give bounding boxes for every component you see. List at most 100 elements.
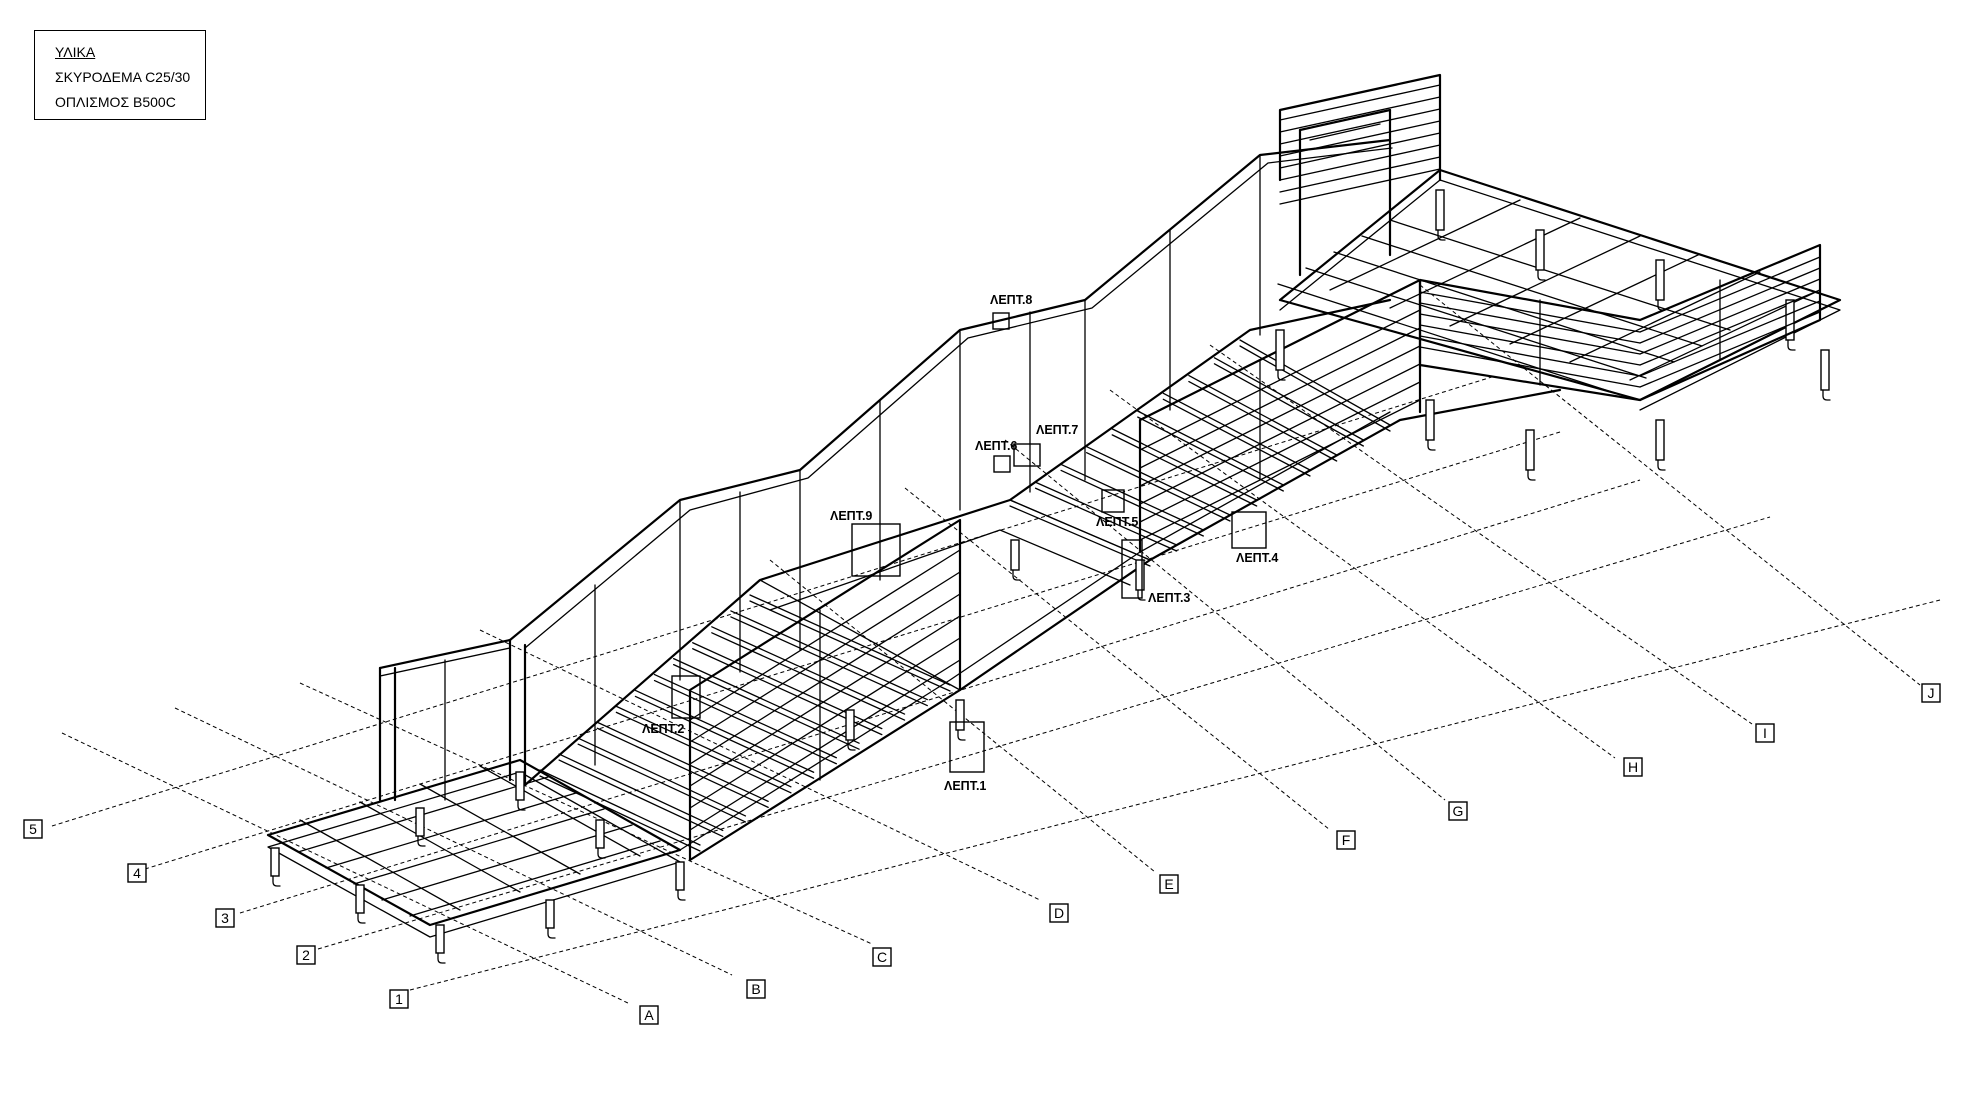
- svg-text:A: A: [644, 1007, 654, 1023]
- stair-tread: [1009, 505, 1151, 567]
- stair-tread: [1162, 392, 1311, 471]
- top-landing-beam: [1329, 199, 1521, 291]
- grid-tag-f: F: [1336, 830, 1356, 850]
- landing-beam: [325, 792, 577, 869]
- gate-top: [1298, 108, 1392, 132]
- stair-tread: [1188, 380, 1338, 462]
- stair-tread: [615, 711, 792, 794]
- stair-tread: [711, 626, 906, 715]
- gate-top: [1309, 123, 1381, 141]
- svg-text:I: I: [1763, 725, 1767, 741]
- grid-tag-3: 3: [215, 908, 235, 928]
- detail-9-label: ΛΕΠΤ.9: [830, 509, 872, 523]
- support-leg: [1435, 189, 1445, 231]
- anchor-hook: [1137, 589, 1146, 601]
- stair-tread: [711, 632, 906, 721]
- anchor-hook: [1437, 229, 1446, 241]
- anchor-hook: [1537, 269, 1546, 281]
- handrail-left: [508, 138, 1392, 642]
- stair-tread: [558, 759, 724, 838]
- stair-tread: [577, 737, 747, 817]
- stair-tread: [672, 657, 860, 744]
- top-right-guard: [1418, 243, 1822, 402]
- landing-joist: [359, 801, 521, 893]
- stair-tread: [634, 689, 815, 773]
- svg-text:B: B: [751, 981, 760, 997]
- stair-tread: [539, 775, 701, 852]
- steel-stair-structure: [266, 73, 1842, 964]
- support-leg: [1010, 539, 1020, 571]
- top-right-guard-bar: [1639, 278, 1821, 355]
- grid-tag-4: 4: [127, 863, 147, 883]
- top-landing-joist: [1361, 235, 1703, 347]
- top-guard-bar: [1279, 156, 1441, 193]
- top-landing-frame: [1278, 168, 1842, 402]
- svg-text:1: 1: [395, 991, 403, 1007]
- stair-tread: [615, 705, 792, 788]
- top-landing-frame: [1279, 179, 1841, 411]
- guard-rail-right: [688, 518, 962, 862]
- detail-5-marker: ΛΕΠΤ.5: [1096, 489, 1138, 529]
- guard-rail-bar: [689, 637, 961, 809]
- anchor-hook: [957, 729, 966, 741]
- support-leg: [1135, 559, 1145, 591]
- anchor-hook: [1427, 439, 1436, 451]
- stair-tread: [1137, 416, 1284, 492]
- support-leg: [1655, 259, 1665, 301]
- top-right-guard-bar: [1419, 302, 1641, 344]
- stair-tread: [596, 721, 769, 803]
- support-leg: [1785, 299, 1795, 341]
- svg-text:H: H: [1628, 759, 1638, 775]
- anchor-hook: [597, 847, 606, 859]
- top-guard-bar: [1279, 96, 1441, 133]
- anchor-hook: [357, 912, 366, 924]
- svg-text:J: J: [1928, 685, 1935, 701]
- support-leg: [435, 924, 445, 954]
- support-leg: [1820, 349, 1830, 391]
- detail-1-label: ΛΕΠΤ.1: [944, 779, 986, 793]
- guard-rail-bar: [1139, 381, 1421, 523]
- top-guard-bar: [1279, 108, 1441, 145]
- anchor-hook: [517, 799, 526, 811]
- stair-tread: [653, 679, 838, 765]
- svg-text:4: 4: [133, 865, 141, 881]
- stair-tread: [749, 600, 951, 692]
- top-right-guard-bar: [1639, 289, 1821, 366]
- top-right-guard-bar: [1639, 267, 1821, 344]
- materials-reinforcement: ΟΠΛΙΣΜΟΣ B500C: [55, 94, 176, 110]
- detail-3-label: ΛΕΠΤ.3: [1148, 591, 1190, 605]
- detail-1-marker: ΛΕΠΤ.1: [944, 721, 986, 793]
- stair-tread: [1239, 345, 1391, 432]
- landing-joist: [419, 783, 581, 875]
- detail-5-label: ΛΕΠΤ.5: [1096, 515, 1138, 529]
- top-landing-joist: [1305, 267, 1647, 379]
- stair-tread: [730, 616, 928, 707]
- top-right-guard-bar: [1639, 300, 1821, 377]
- stair-tread: [1213, 357, 1364, 441]
- stair-tread: [634, 695, 815, 779]
- anchor-hook: [1527, 469, 1536, 481]
- top-landing-beam: [1449, 235, 1641, 327]
- grid-tag-e: E: [1159, 874, 1179, 894]
- stair-tread: [1060, 463, 1204, 531]
- grid-tag-j: J: [1921, 683, 1941, 703]
- detail-6-label: ΛΕΠΤ.6: [975, 439, 1017, 453]
- svg-text:5: 5: [29, 821, 37, 837]
- anchor-hook: [1787, 339, 1796, 351]
- anchor-hook: [417, 835, 426, 847]
- support-leg: [595, 819, 605, 849]
- support-leg: [1535, 229, 1545, 271]
- guard-rail-bar: [1139, 399, 1421, 541]
- anchor-hook: [437, 952, 446, 964]
- detail-6-marker: ΛΕΠΤ.6: [975, 439, 1017, 473]
- support-leg: [845, 709, 855, 741]
- anchor-hook: [1277, 369, 1286, 381]
- stair-tread: [1034, 481, 1178, 546]
- guard-rail-bar: [689, 615, 961, 787]
- svg-text:2: 2: [302, 947, 310, 963]
- top-right-guard-bar: [1639, 256, 1821, 333]
- top-right-guard-bar: [1419, 313, 1641, 355]
- stair-tread: [1086, 446, 1231, 516]
- top-right-guard-bar: [1419, 324, 1641, 366]
- guard-rail-bar: [689, 549, 961, 721]
